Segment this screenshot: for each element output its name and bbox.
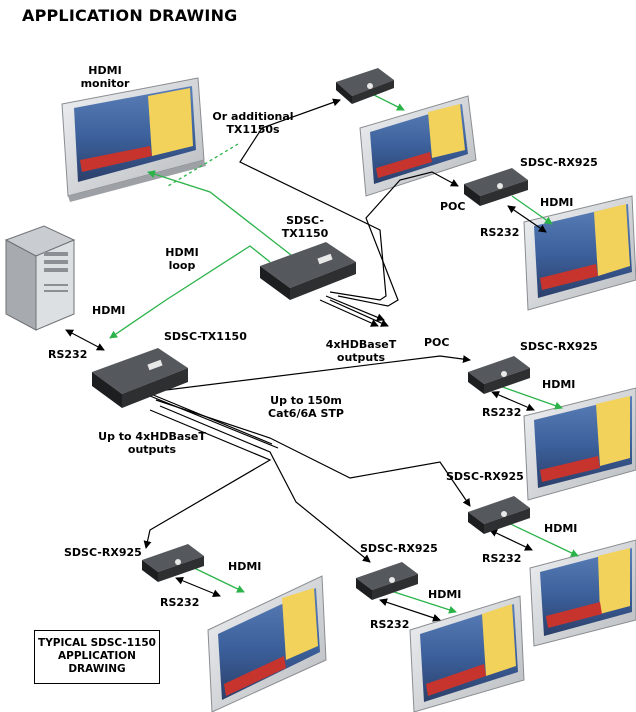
rx4-hdmi-label: HDMI: [428, 588, 462, 601]
rx5-name-label: SDSC-RX925: [64, 546, 142, 559]
outputs-4x-top-label: 4xHDBaseT outputs: [325, 338, 397, 364]
pc-hdmi-label: HDMI: [92, 304, 126, 317]
hdmi-monitor-label: HDMI monitor: [80, 64, 130, 90]
rx2-rs232-label: RS232: [482, 406, 522, 419]
rx1-rs232-label: RS232: [480, 226, 520, 239]
monitor-display: [207, 575, 327, 712]
hdmi-cables: [109, 91, 579, 614]
cable-length-label: Up to 150m Cat6/6A STP: [268, 394, 344, 420]
receiver-rx5-device: [142, 544, 204, 582]
pc-rs232-label: RS232: [48, 348, 88, 361]
computer-tower: [4, 225, 76, 331]
rx1-poc-label: POC: [440, 200, 466, 213]
rx3-hdmi-label: HDMI: [544, 522, 578, 535]
monitor-display: [409, 595, 525, 712]
rx4-name-label: SDSC-RX925: [360, 542, 438, 555]
rx2-name-label: SDSC-RX925: [520, 340, 598, 353]
rx2-poc-label: POC: [424, 336, 450, 349]
rx4-rs232-label: RS232: [370, 618, 410, 631]
rx1-hdmi-label: HDMI: [540, 196, 574, 209]
rx3-rs232-label: RS232: [482, 552, 522, 565]
or-additional-label: Or additional TX1150s: [212, 110, 294, 136]
monitor-display: [359, 95, 477, 197]
monitor-display: [529, 539, 636, 647]
caption-text: TYPICAL SDSC-1150 APPLICATION DRAWING: [38, 637, 156, 675]
rx5-hdmi-label: HDMI: [228, 560, 262, 573]
rx3-name-label: SDSC-RX925: [446, 470, 524, 483]
page-title: APPLICATION DRAWING: [22, 6, 238, 25]
receiver-rx3-device: [468, 496, 530, 534]
receiver-rx4-device: [356, 562, 418, 600]
hdbaset-cables: [65, 98, 547, 622]
rx1-name-label: SDSC-RX925: [520, 156, 598, 169]
tx1150-top-label: SDSC- TX1150: [281, 214, 329, 240]
up-to-4x-outputs-label: Up to 4xHDBaseT outputs: [98, 430, 206, 456]
receiver-rx1-device: [464, 168, 528, 206]
receiver-top-device: [336, 68, 394, 104]
receiver-rx2-device: [468, 356, 530, 394]
transmitter-top-device: [260, 242, 356, 300]
rx2-hdmi-label: HDMI: [542, 378, 576, 391]
tx1150-main-label: SDSC-TX1150: [164, 330, 247, 343]
monitor-display: [523, 195, 636, 311]
transmitter-main-device: [92, 348, 188, 408]
hdmi-loop-label: HDMI loop: [165, 246, 199, 272]
rx5-rs232-label: RS232: [160, 596, 200, 609]
monitor-display: [523, 387, 636, 501]
hdmi-monitor: [61, 77, 206, 202]
caption-box: TYPICAL SDSC-1150 APPLICATION DRAWING: [34, 630, 160, 684]
